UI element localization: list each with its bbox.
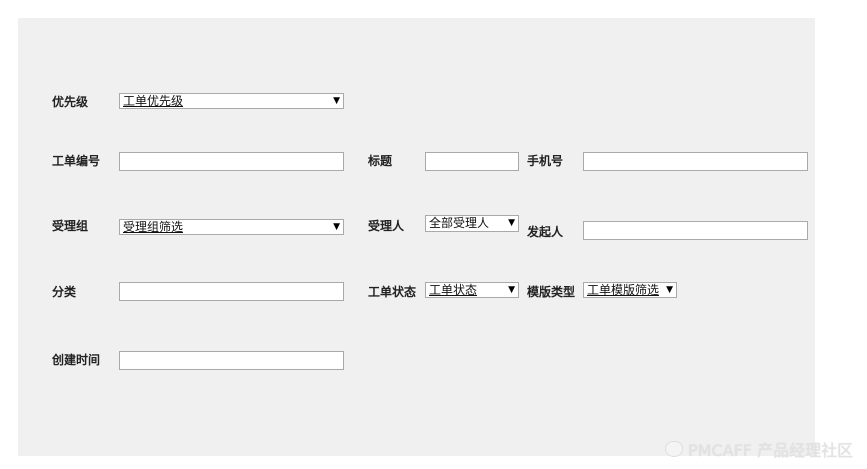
template-type-selected-value: 工单模版筛选 xyxy=(587,283,660,297)
handler-group-selected-value: 受理组筛选 xyxy=(123,220,184,234)
initiator-input[interactable] xyxy=(583,221,808,240)
title-input[interactable] xyxy=(425,152,519,171)
watermark: PMCAFF 产品经理社区 xyxy=(665,437,853,461)
category-label: 分类 xyxy=(52,285,77,299)
handler-group-select[interactable]: 受理组筛选 ▼ xyxy=(119,219,344,235)
chevron-down-icon: ▼ xyxy=(333,96,340,106)
created-time-input[interactable] xyxy=(119,351,344,370)
chevron-down-icon: ▼ xyxy=(508,285,515,295)
template-type-label: 模版类型 xyxy=(527,285,576,299)
chevron-down-icon: ▼ xyxy=(666,285,673,295)
ticket-status-select[interactable]: 工单状态 ▼ xyxy=(425,282,519,298)
chevron-down-icon: ▼ xyxy=(508,218,515,228)
initiator-label: 发起人 xyxy=(527,225,564,239)
ticket-number-input[interactable] xyxy=(119,152,344,171)
ticket-number-label: 工单编号 xyxy=(52,154,101,168)
priority-selected-value: 工单优先级 xyxy=(123,94,184,108)
chevron-down-icon: ▼ xyxy=(333,222,340,232)
handler-group-label: 受理组 xyxy=(52,219,89,233)
handler-label: 受理人 xyxy=(368,219,405,233)
created-time-label: 创建时间 xyxy=(52,353,101,367)
ticket-status-label: 工单状态 xyxy=(368,285,417,299)
title-label: 标题 xyxy=(368,154,393,168)
category-input[interactable] xyxy=(119,282,344,301)
handler-selected-value: 全部受理人 xyxy=(429,216,490,230)
priority-label: 优先级 xyxy=(52,95,89,109)
watermark-text: PMCAFF 产品经理社区 xyxy=(688,441,854,460)
priority-select[interactable]: 工单优先级 ▼ xyxy=(119,93,344,109)
pmcaff-logo-icon xyxy=(665,441,683,457)
ticket-status-selected-value: 工单状态 xyxy=(429,283,478,297)
template-type-select[interactable]: 工单模版筛选 ▼ xyxy=(583,282,677,298)
phone-label: 手机号 xyxy=(527,154,564,168)
phone-input[interactable] xyxy=(583,152,808,171)
handler-select[interactable]: 全部受理人 ▼ xyxy=(425,215,519,232)
